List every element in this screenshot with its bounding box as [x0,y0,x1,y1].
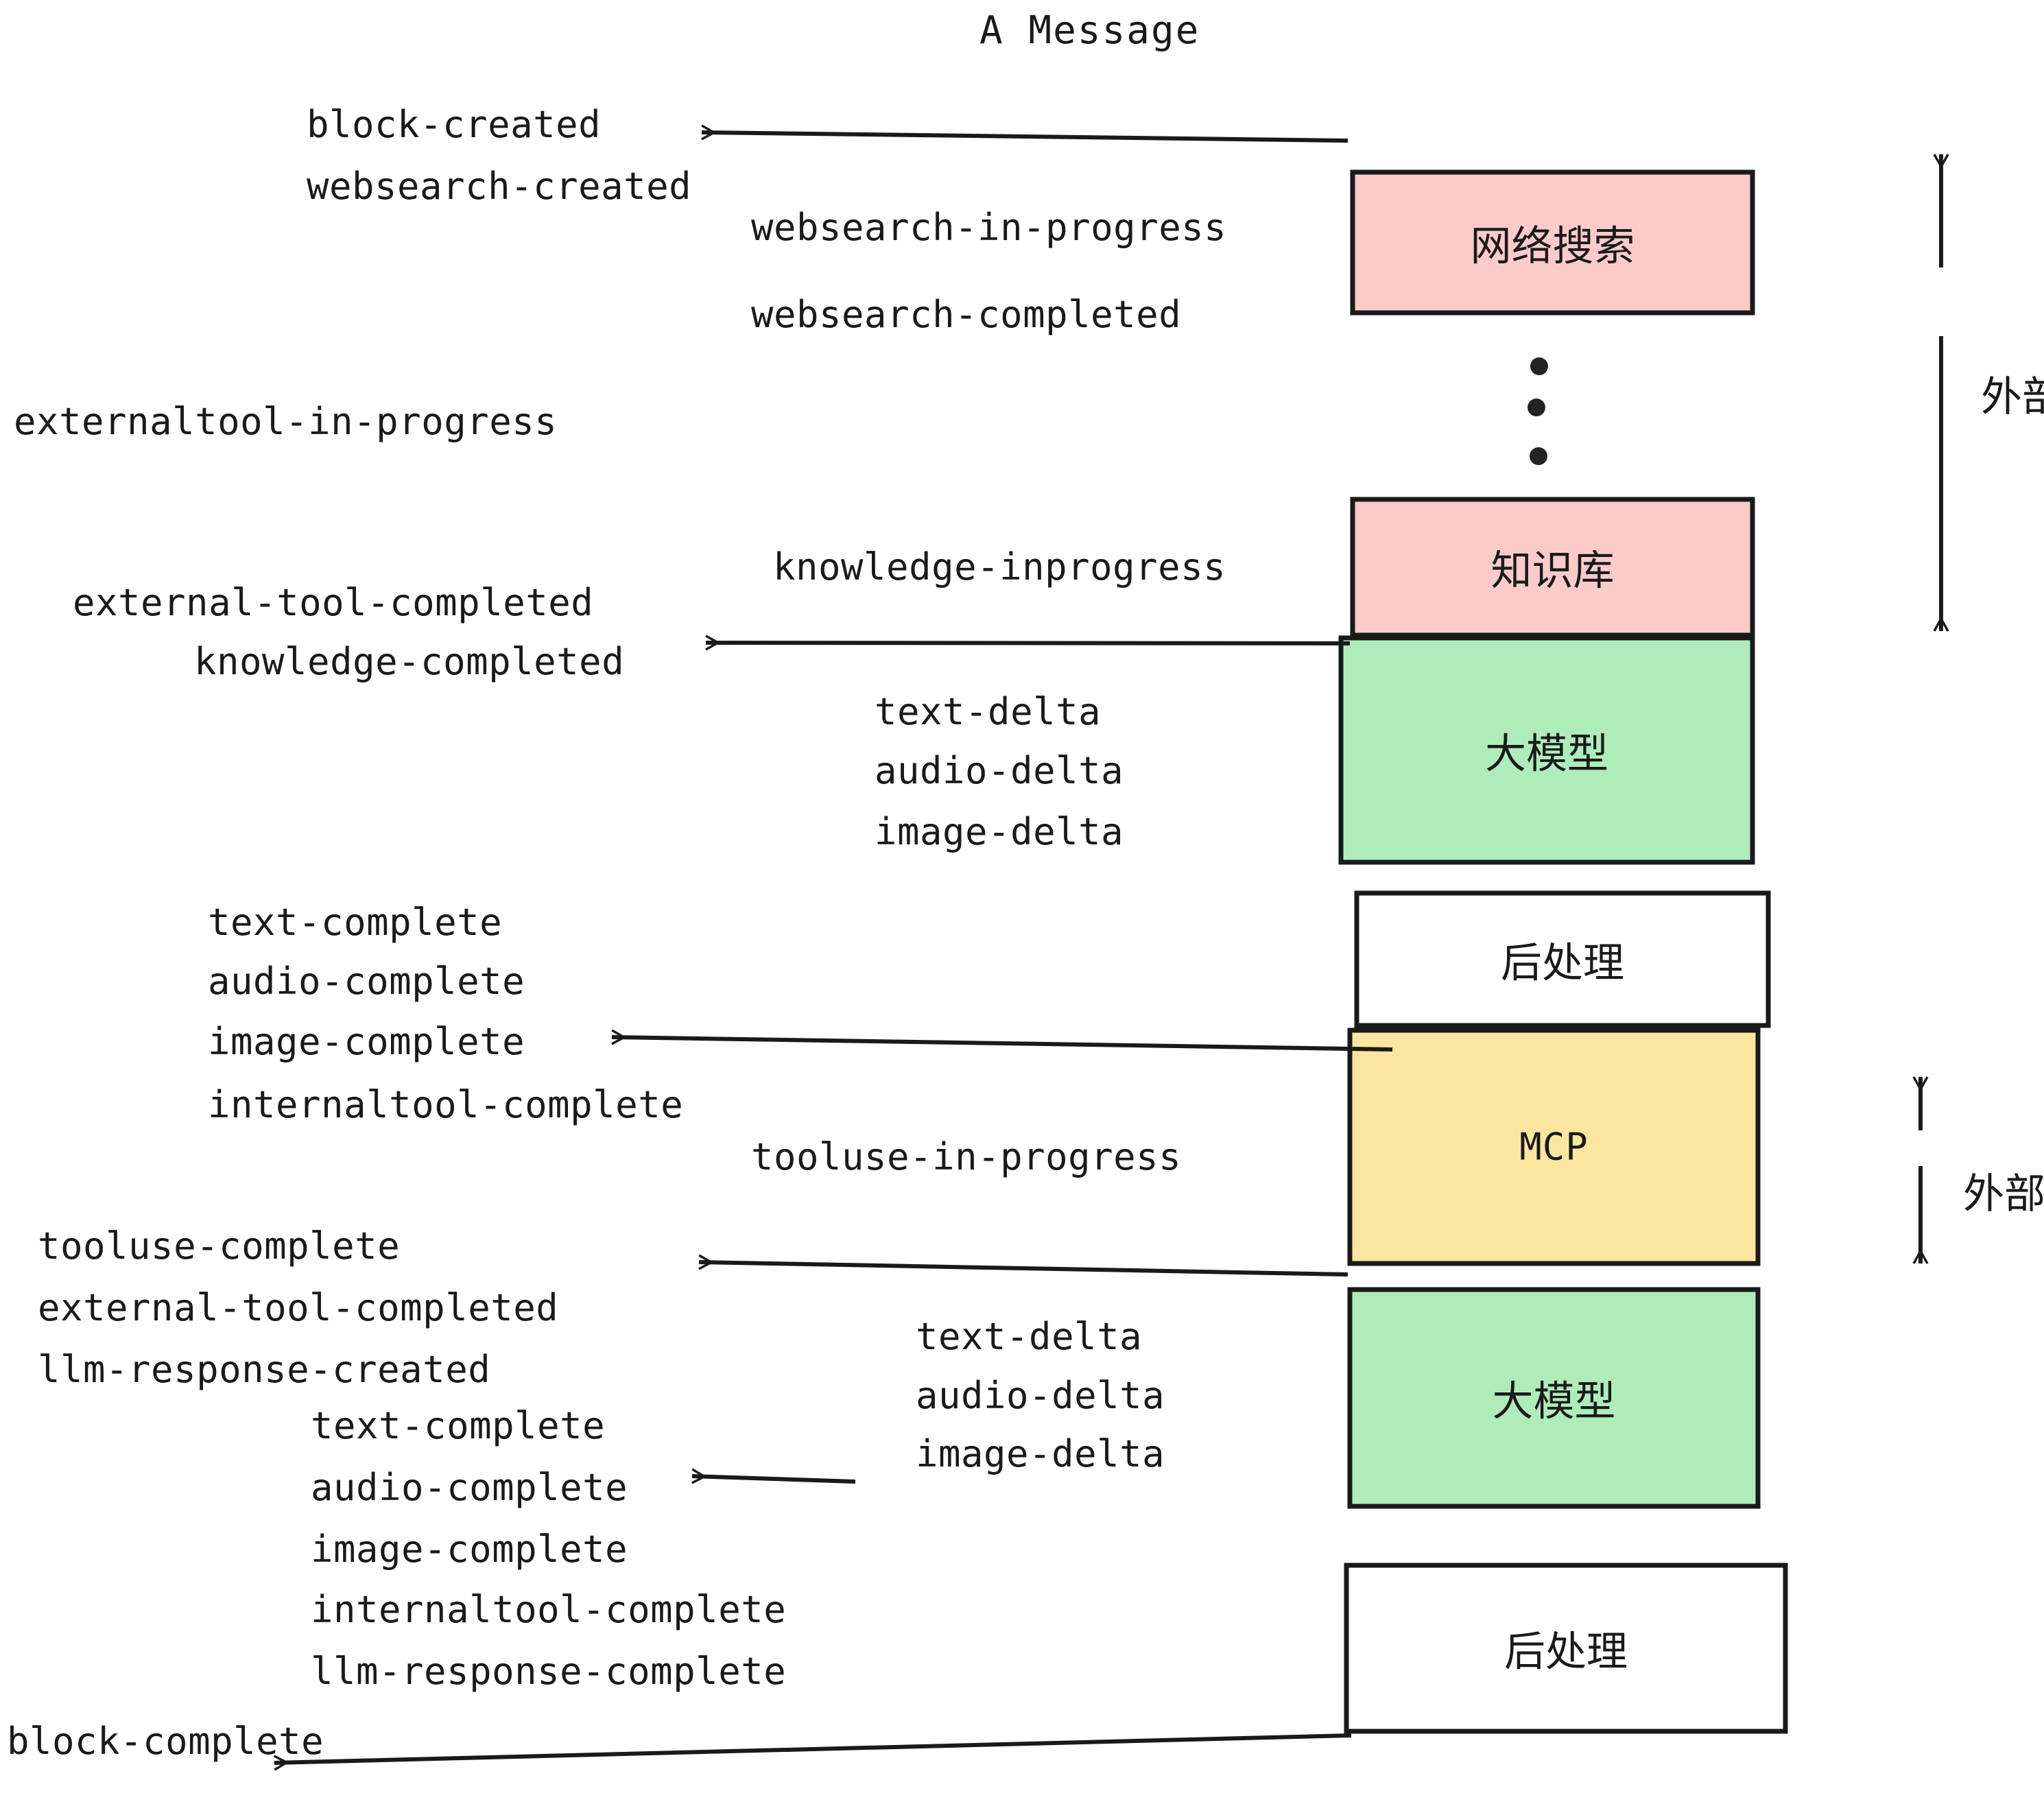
arrow-audio-complete [692,1476,856,1482]
event-label-audio-delta-2: audio-delta [916,1374,1165,1417]
process-box-label-knowledge: 知识库 [1490,547,1615,595]
event-label-audio-delta-1: audio-delta [875,749,1124,792]
process-box-websearch[interactable] [1350,169,1755,316]
process-box-group [1338,169,1788,1734]
event-label-text-complete-1: text-complete [208,901,503,944]
event-label-internaltool-complete-2: internaltool-complete [311,1588,787,1631]
event-label-external-tool-completed-1: external-tool-completed [73,581,594,624]
page-title: A Message [979,8,1200,53]
event-label-text-complete-2: text-complete [311,1404,606,1447]
process-box-label-llm-1: 大模型 [1485,730,1608,778]
event-label-knowledge-inprogress: knowledge-inprogress [773,545,1226,589]
arrow-image-complete [612,1037,1393,1052]
event-label-external-tool-completed-2: external-tool-completed [38,1286,559,1329]
external-tools-top-label: 外部工具 [1981,373,2044,421]
ellipsis-dot-1 [1530,357,1548,375]
ellipsis-dot-2 [1528,399,1545,416]
event-arrow-group [274,132,1393,1763]
event-label-internaltool-complete-1: internaltool-complete [208,1083,684,1126]
process-box-llm-2[interactable] [1347,1287,1761,1509]
event-label-websearch-created: websearch-created [307,165,692,208]
process-box-label-llm-2: 大模型 [1492,1377,1616,1426]
event-label-websearch-in-progress: websearch-in-progress [751,206,1227,249]
event-label-llm-response-complete: llm-response-complete [311,1650,787,1693]
process-box-knowledge[interactable] [1350,497,1755,638]
process-box-label-mcp: MCP [1519,1125,1589,1169]
event-label-websearch-completed: websearch-completed [751,293,1182,336]
process-box-label-postprocess-2: 后处理 [1504,1628,1628,1676]
event-label-externaltool-in-progress: externaltool-in-progress [14,400,558,443]
event-label-image-complete-2: image-complete [311,1528,628,1571]
process-box-label-postprocess-1: 后处理 [1501,939,1624,987]
event-label-block-created: block-created [307,103,602,146]
event-label-image-complete-1: image-complete [208,1020,525,1063]
event-label-tooluse-complete: tooluse-complete [38,1224,401,1268]
arrow-block-complete [274,1733,1352,1763]
arrow-block-created [702,132,1348,143]
event-label-text-delta-1: text-delta [875,690,1102,733]
process-box-mcp[interactable] [1347,1028,1761,1266]
process-box-llm-1[interactable] [1338,635,1755,865]
process-box-postprocess-2[interactable] [1344,1563,1788,1734]
event-label-image-delta-1: image-delta [875,810,1124,853]
event-label-audio-complete-2: audio-complete [311,1466,628,1509]
event-label-tooluse-in-progress: tooluse-in-progress [751,1135,1182,1178]
process-box-postprocess-1[interactable] [1354,890,1771,1028]
event-label-audio-complete-1: audio-complete [208,960,525,1003]
event-label-text-delta-2: text-delta [916,1315,1143,1358]
event-label-image-delta-2: image-delta [916,1432,1165,1475]
process-box-label-websearch: 网络搜索 [1470,222,1635,270]
arrow-tooluse-complete [699,1262,1348,1277]
event-label-llm-response-created: llm-response-created [38,1348,491,1391]
external-tools-bottom-label: 外部工具 [1963,1170,2044,1218]
event-label-block-complete: block-complete [7,1720,324,1763]
event-label-knowledge-completed: knowledge-completed [194,640,625,683]
ellipsis-dot-3 [1530,447,1547,465]
bracket-group [1921,154,1941,1263]
